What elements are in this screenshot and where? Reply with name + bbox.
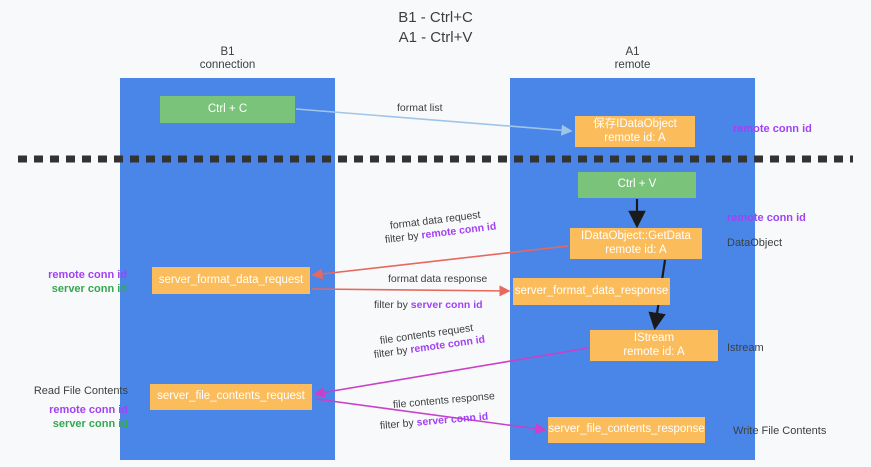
box-istream-line1: IStream [633,332,675,344]
edge-label-format-list: format list [397,102,443,114]
filter-prefix: filter by [384,229,423,246]
edge-label-format-data-response-filter: filter by server conn id [374,298,483,312]
box-istream-line2: remote id: A [623,345,685,358]
lane-header-a1: A1 remote [510,46,755,72]
annotation-left-conn-ids-mid: remote conn id server conn id [22,268,127,296]
box-idataobject-getdata[interactable]: IDataObject::GetData remote id: A [570,228,702,259]
filter-key: server conn id [416,410,489,429]
box-server-format-data-request-label: server_format_data_request [158,273,304,286]
annotation-left-read-file-contents: Read File Contents remote conn id server… [16,384,128,431]
annotation-left-mid-remote: remote conn id [48,269,127,281]
wire-format-data-response [311,285,511,297]
box-ctrl-c-label: Ctrl + C [207,102,248,115]
page-title: B1 - Ctrl+C A1 - Ctrl+V [0,8,871,48]
filter-key: server conn id [410,299,483,311]
title-line-1: B1 - Ctrl+C [398,9,473,26]
annotation-write-file-contents-text: Write File Contents [733,425,827,437]
filter-prefix: filter by [373,343,412,361]
annotation-remote-conn-id-top-text: remote conn id [733,123,812,135]
lane-header-b1: B1 connection [120,46,335,72]
edge-label-file-contents-response: file contents response [392,390,496,411]
box-save-idataobject-line1: 保存IDataObject [593,118,677,130]
box-istream[interactable]: IStream remote id: A [590,330,718,361]
edge-label-file-contents-response-filter: filter by server conn id [379,410,488,433]
edge-label-format-data-response: format data response [388,273,488,285]
annotation-left-mid-server: server conn id [51,283,127,295]
filter-prefix: filter by [379,416,418,432]
box-getdata-line1: IDataObject::GetData [581,230,691,242]
annotation-istream: Istream [727,341,764,355]
box-server-file-contents-request-label: server_file_contents_request [157,390,305,403]
lane-header-b1-role: connection [199,59,256,71]
annotation-dataobject: DataObject [727,236,782,250]
box-server-file-contents-response[interactable]: server_file_contents_response [548,417,705,443]
box-save-idataobject[interactable]: 保存IDataObject remote id: A [575,116,695,147]
box-server-file-contents-request[interactable]: server_file_contents_request [150,384,312,410]
filter-prefix: filter by [374,299,411,311]
annotation-left-bottom-remote: remote conn id [49,404,128,416]
annotation-remote-conn-id-mid: remote conn id [727,211,806,225]
box-server-format-data-response[interactable]: server_format_data_response [513,278,670,305]
box-server-format-data-request[interactable]: server_format_data_request [152,267,310,294]
box-getdata-line2: remote id: A [605,243,667,256]
title-line-2: A1 - Ctrl+V [398,29,473,46]
lane-header-a1-name: A1 [625,46,640,58]
lane-header-a1-role: remote [614,59,651,71]
annotation-read-file-contents: Read File Contents [33,385,128,397]
annotation-left-bottom-server: server conn id [52,418,128,430]
box-server-format-data-response-label: server_format_data_response [514,284,669,297]
box-ctrl-v-label: Ctrl + V [617,178,657,191]
annotation-remote-conn-id-top: remote conn id [733,122,812,136]
box-ctrl-v[interactable]: Ctrl + V [578,172,696,198]
lane-header-b1-name: B1 [220,46,235,58]
box-save-idataobject-line2: remote id: A [604,131,666,144]
annotation-write-file-contents: Write File Contents [733,424,826,438]
annotation-dataobject-text: DataObject [727,237,783,249]
box-ctrl-c[interactable]: Ctrl + C [160,96,295,123]
annotation-remote-conn-id-mid-text: remote conn id [727,212,806,224]
annotation-istream-text: Istream [727,342,764,354]
box-server-file-contents-response-label: server_file_contents_response [548,423,705,436]
